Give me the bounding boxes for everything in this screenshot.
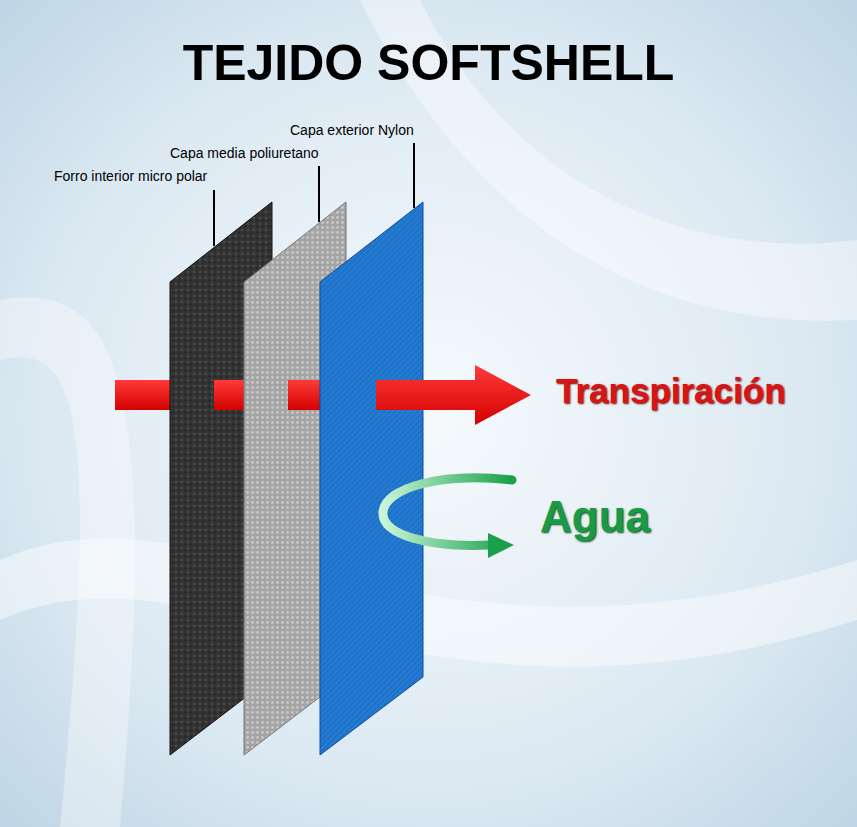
title: TEJIDO SOFTSHELL — [0, 36, 857, 91]
arrow-segment — [214, 380, 246, 410]
swirl — [0, 298, 135, 827]
leader-line — [413, 143, 415, 208]
water-arrowhead — [488, 533, 514, 558]
layer-label: Capa exterior Nylon — [290, 123, 414, 138]
outer-layer — [320, 202, 423, 755]
flow-label: Transpiración — [556, 372, 786, 411]
transpiration-arrow — [376, 365, 531, 425]
arrow-segment — [115, 380, 175, 410]
layer-label: Forro interior micro polar — [54, 169, 207, 184]
leader-line — [213, 190, 215, 246]
arrow-segment — [288, 380, 322, 410]
flow-label: Agua — [540, 493, 650, 541]
layer-label: Capa media poliuretano — [170, 146, 319, 161]
leader-line — [318, 166, 320, 222]
